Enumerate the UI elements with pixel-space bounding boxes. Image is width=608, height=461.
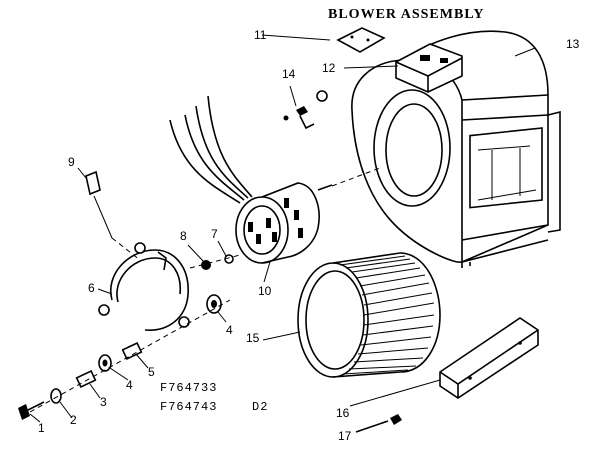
callout-16: 16 <box>336 406 350 420</box>
callout-13: 13 <box>566 37 580 51</box>
terminal-box <box>395 43 463 93</box>
grommet-4-upper <box>206 294 222 314</box>
callout-10: 10 <box>258 284 272 298</box>
motor-mount <box>98 242 190 331</box>
model-number-2: F764743 <box>160 400 217 414</box>
grommet-4-lower <box>98 354 112 372</box>
callout-14: 14 <box>282 67 296 81</box>
blower-wheel <box>297 252 441 378</box>
screw-1 <box>18 401 45 420</box>
callout-4-lower: 4 <box>126 378 133 392</box>
blower-housing <box>351 30 561 268</box>
revision-code: D2 <box>252 400 268 414</box>
callout-9: 9 <box>68 155 75 169</box>
callout-4-upper: 4 <box>226 323 233 337</box>
explode-lines <box>29 167 381 413</box>
callout-2: 2 <box>70 413 77 427</box>
callout-17: 17 <box>338 429 352 443</box>
callout-11: 11 <box>254 28 267 42</box>
washer-2 <box>50 388 62 404</box>
callout-3: 3 <box>100 395 107 409</box>
nut-8 <box>201 260 211 270</box>
callout-5: 5 <box>148 365 155 379</box>
screw-17 <box>355 414 402 433</box>
callout-7: 7 <box>211 227 218 241</box>
cutoff-plate <box>439 317 539 399</box>
callout-1: 1 <box>38 421 45 435</box>
diagram-title: BLOWER ASSEMBLY <box>328 7 484 22</box>
model-number-1: F764733 <box>160 381 217 395</box>
motor <box>169 95 333 264</box>
callout-6: 6 <box>88 281 95 295</box>
leader-lines <box>29 34 536 423</box>
callout-12: 12 <box>322 61 336 75</box>
sleeve-5 <box>121 342 143 360</box>
callout-8: 8 <box>180 229 187 243</box>
callout-15: 15 <box>246 331 260 345</box>
clip-14 <box>283 90 328 130</box>
bolt-9 <box>85 170 113 239</box>
cover-plate <box>336 27 386 53</box>
